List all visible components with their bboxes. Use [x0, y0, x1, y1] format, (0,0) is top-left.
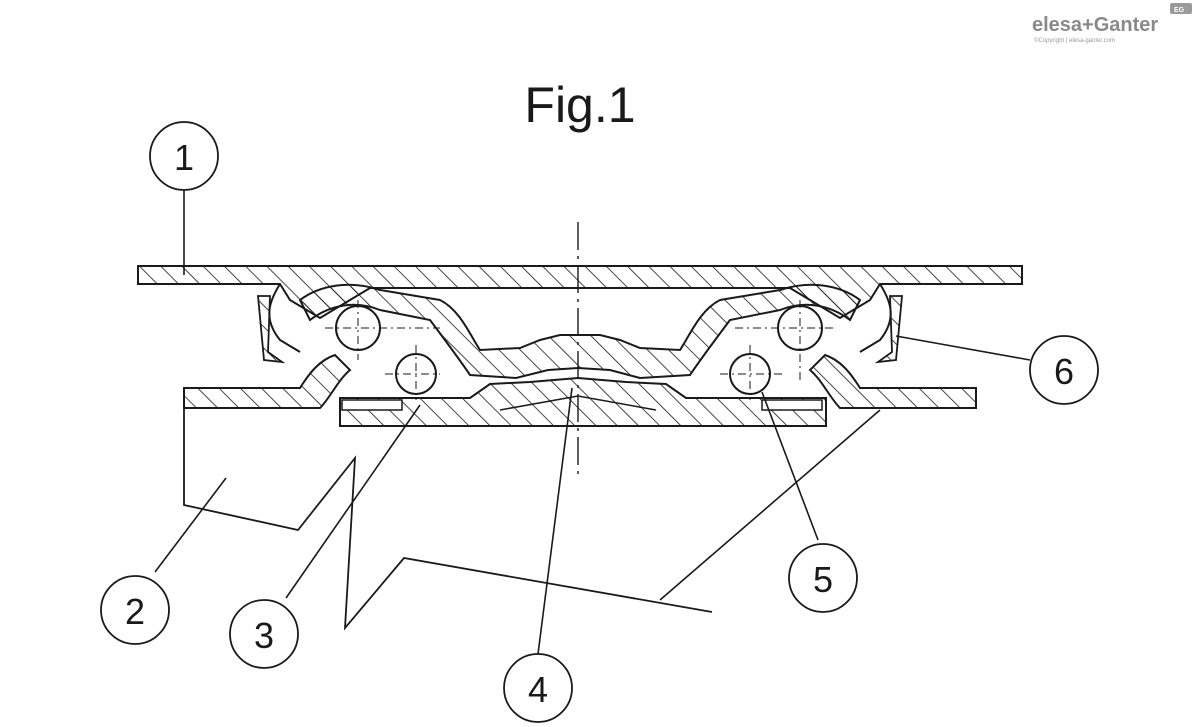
callout-4-label: 4: [528, 669, 548, 710]
leader-5: [761, 391, 819, 541]
callout-6: 6: [1029, 335, 1099, 405]
kingpin-flange: [339, 376, 827, 427]
callout-3-label: 3: [254, 615, 274, 656]
leader-4: [537, 387, 573, 655]
fork-break-lines: [183, 408, 713, 631]
logo-badge-text: EG: [1174, 7, 1185, 14]
leader-lines: [154, 190, 1031, 655]
callout-5-label: 5: [813, 559, 833, 600]
callout-4: 4: [503, 653, 573, 723]
callout-2-label: 2: [125, 591, 145, 632]
figure-title: Fig.1: [524, 77, 635, 133]
elesa-ganter-logo: elesa+Ganter EG ©Copyright | elesa-gante…: [1032, 3, 1192, 44]
callout-1-label: 1: [174, 137, 194, 178]
callout-5: 5: [788, 543, 858, 613]
lower-plate: [183, 353, 977, 409]
ball-centerlines: [325, 300, 835, 400]
logo-badge: [1170, 3, 1192, 14]
leader-2b: [659, 409, 881, 601]
bearing-housing: [298, 283, 862, 380]
callout-6-label: 6: [1054, 351, 1074, 392]
seal-rings: [257, 295, 903, 364]
callout-3: 3: [229, 599, 299, 669]
callout-1: 1: [149, 121, 219, 191]
logo-text: elesa+Ganter: [1032, 14, 1158, 36]
leader-2: [154, 477, 227, 573]
leader-3: [285, 404, 421, 599]
leader-6: [895, 335, 1031, 361]
callout-2: 2: [100, 575, 170, 645]
logo-copyright: ©Copyright | elesa-ganter.com: [1034, 37, 1115, 44]
